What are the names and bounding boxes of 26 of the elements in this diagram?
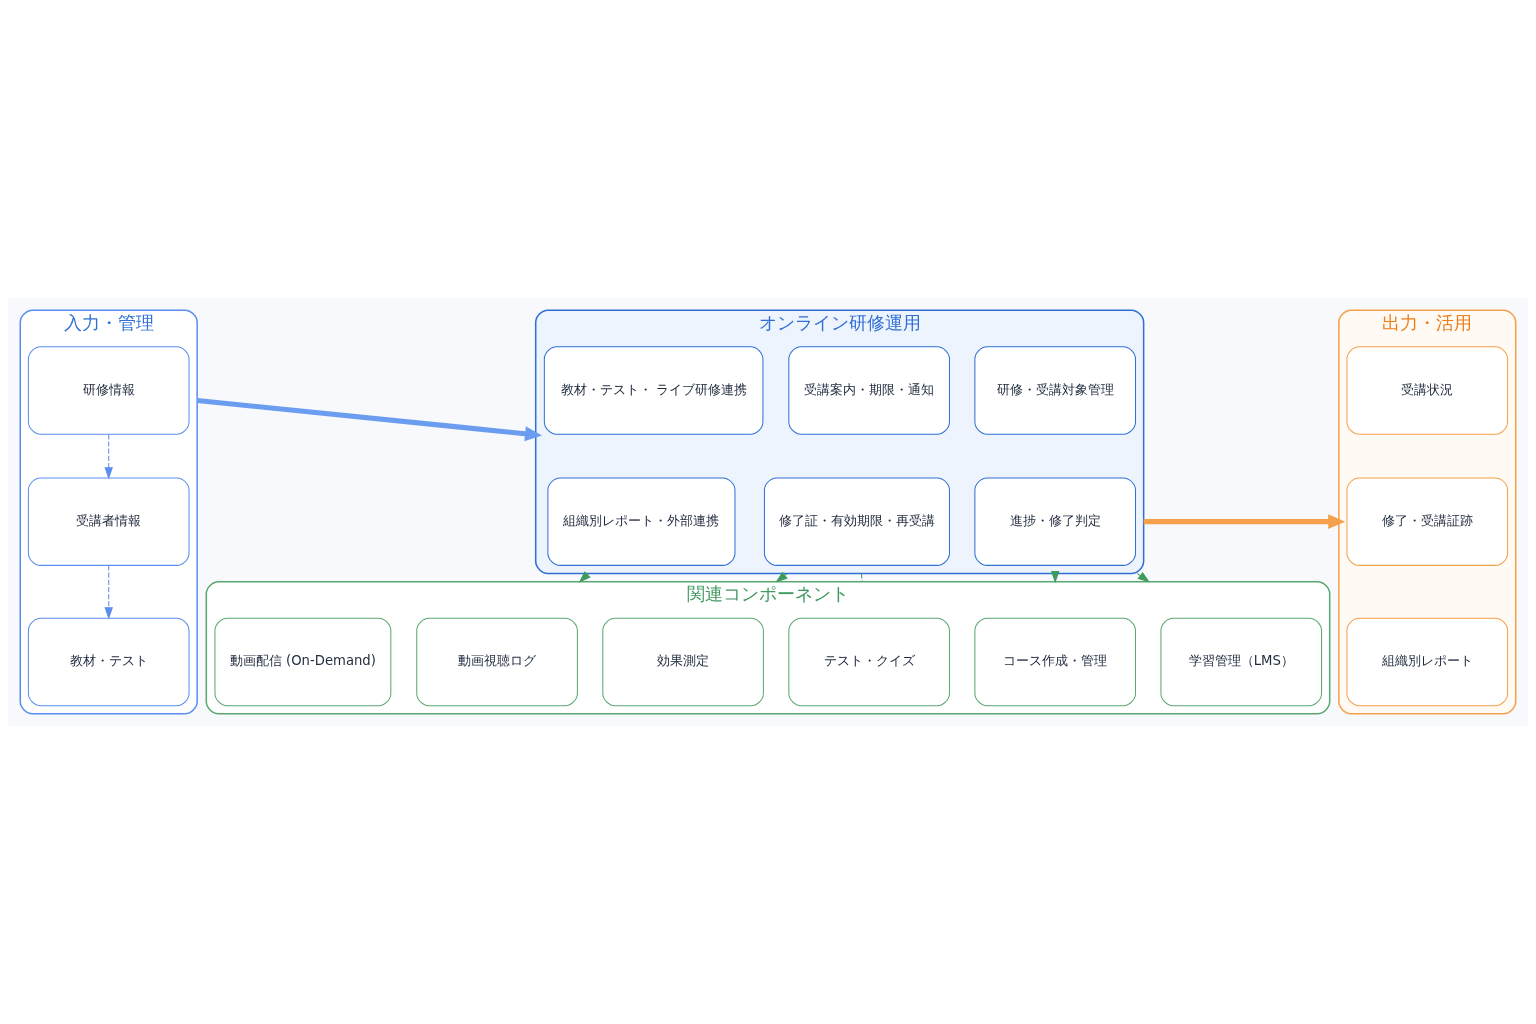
arrow (775, 571, 788, 583)
node-box: 教材・テスト (27, 617, 190, 707)
arrow (578, 571, 591, 583)
connector (860, 573, 863, 583)
node-box: 修了・受講証跡 (1346, 477, 1509, 566)
node-box: 研修情報 (27, 346, 190, 435)
arrow (104, 434, 113, 480)
node-box: 進捗・修了判定 (974, 477, 1136, 566)
node-box: コース作成・管理 (974, 617, 1136, 707)
node-box: 受講状況 (1346, 346, 1509, 435)
node-box: 組織別レポート (1346, 617, 1509, 707)
node-box: テスト・クイズ (788, 617, 950, 707)
node-box: 教材・テスト・ ライブ研修連携 (543, 346, 764, 435)
node-box: 動画配信 (On-Demand) (214, 617, 392, 707)
node-box: 効果測定 (602, 617, 764, 707)
arrow (1143, 514, 1346, 530)
node-box: 組織別レポート・外部連携 (547, 477, 736, 566)
node-box: 学習管理（LMS） (1160, 617, 1323, 707)
node-box: 受講者情報 (27, 477, 190, 566)
arrow (196, 398, 542, 442)
arrow (1136, 571, 1150, 583)
arrow (104, 565, 113, 620)
node-box: 修了証・有効期限・再受講 (763, 477, 950, 566)
node-box: 研修・受講対象管理 (974, 346, 1136, 435)
node-box: 動画視聴ログ (416, 617, 578, 707)
node-box: 受講案内・期限・通知 (788, 346, 950, 435)
